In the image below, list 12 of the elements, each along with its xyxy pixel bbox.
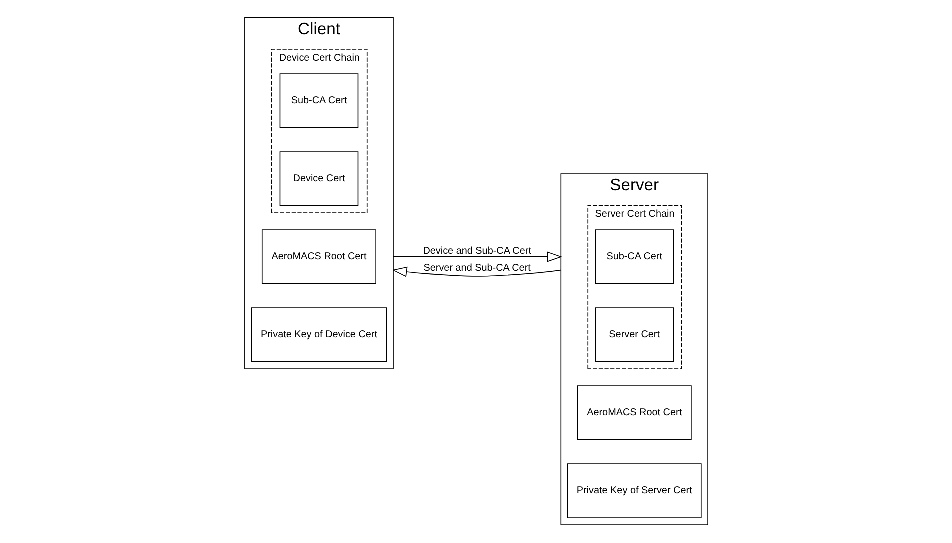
- arrow: [392, 266, 562, 278]
- node-box: Sub-CA Cert: [594, 230, 674, 284]
- node-box: AeroMACS Root Cert: [576, 386, 692, 440]
- node-box: AeroMACS Root Cert: [261, 230, 376, 284]
- edge-label: Device and Sub-CA Cert: [422, 246, 531, 258]
- node-box: Server Cert: [594, 308, 674, 362]
- node-box: Sub-CA Cert: [279, 74, 358, 128]
- node-box: Private Key of Device Cert: [250, 308, 387, 362]
- node-box: Private Key of Server Cert: [566, 464, 702, 518]
- edge-label: Server and Sub-CA Cert: [423, 262, 530, 274]
- node-box: Device Cert: [279, 152, 358, 206]
- arrow: [392, 252, 562, 262]
